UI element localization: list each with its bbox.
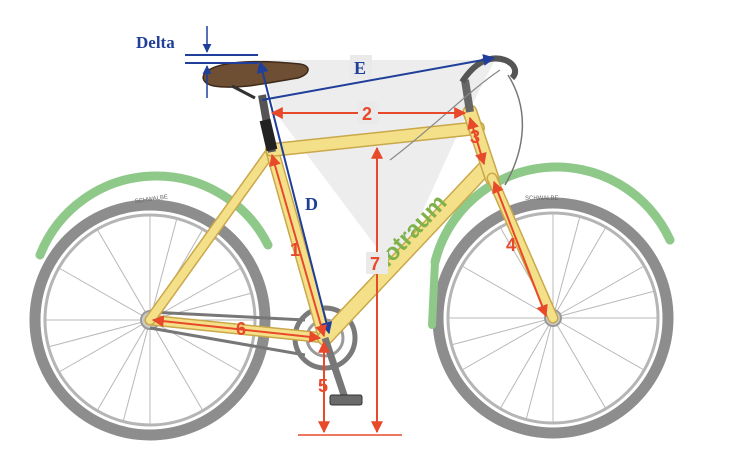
tire-brand-rear: SCHWALBE <box>134 194 168 205</box>
seatpost-clamp <box>259 118 278 152</box>
label-e: E <box>354 58 366 78</box>
tire-brand-front: SCHWALBE <box>525 196 558 202</box>
label-3: 3 <box>470 127 480 147</box>
saddle-springs <box>231 84 256 100</box>
label-delta: Delta <box>136 33 175 52</box>
rear-fender <box>35 171 273 260</box>
label-6: 6 <box>236 319 246 339</box>
label-2: 2 <box>362 104 372 124</box>
label-5: 5 <box>318 376 328 396</box>
pedal <box>329 394 363 406</box>
label-4: 4 <box>506 235 516 255</box>
label-1: 1 <box>290 240 300 260</box>
brake-cable <box>504 74 524 186</box>
handlebar <box>459 55 519 84</box>
label-bg-2 <box>358 102 378 124</box>
measure-6-line <box>151 315 322 343</box>
measure-3-line <box>467 116 487 166</box>
measure-4-line <box>492 180 548 318</box>
front-fender <box>430 162 675 267</box>
measure-1-line <box>269 153 327 338</box>
label-bg-7 <box>366 252 388 274</box>
front-fender-tail <box>428 258 439 329</box>
label-bg-e <box>350 55 372 79</box>
label-7: 7 <box>370 254 380 274</box>
label-d: D <box>305 194 318 214</box>
